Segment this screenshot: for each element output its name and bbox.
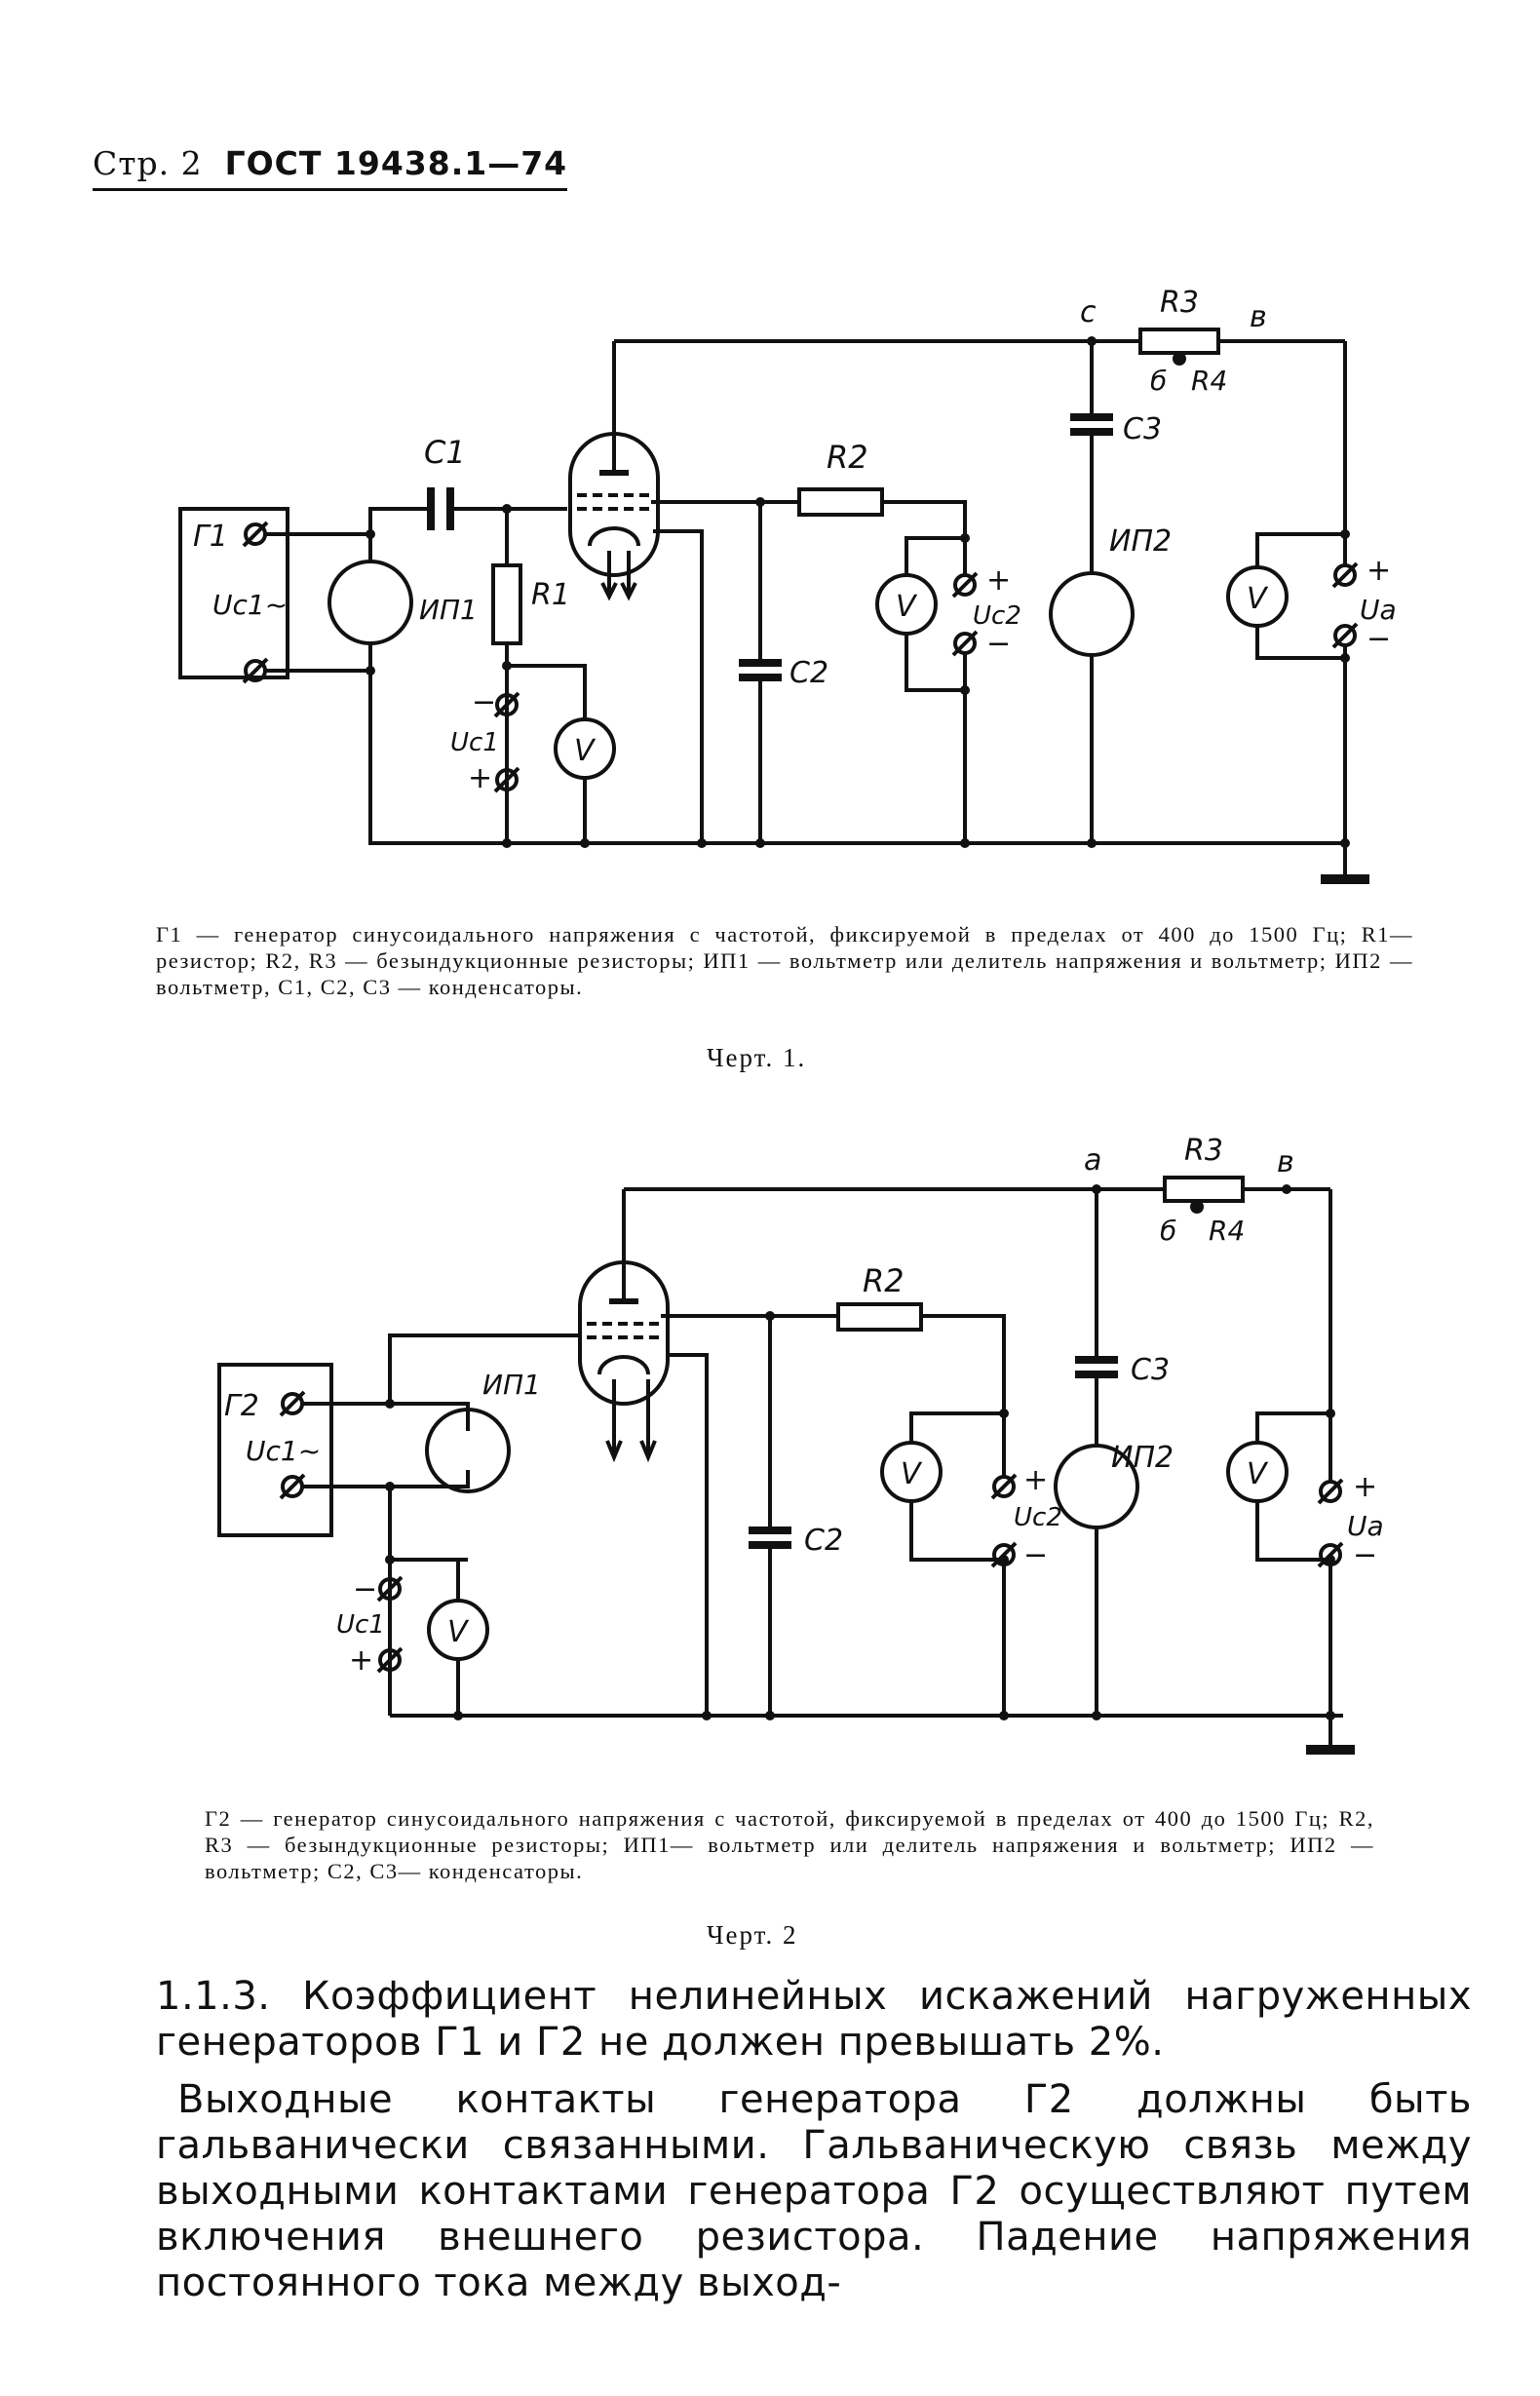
label-ua: Ua	[1347, 1510, 1384, 1542]
terminal-uc2-minus	[951, 630, 979, 657]
figure2-caption: Г2 — генератор синусоидального напряжени…	[205, 1806, 1374, 1883]
svg-text:V: V	[901, 1457, 923, 1491]
label-ip1: ИП1	[482, 1369, 541, 1401]
svg-text:−: −	[986, 627, 1011, 661]
label-node-b: б	[1160, 1215, 1176, 1247]
resistor-r3	[1163, 1176, 1245, 1203]
label-r2: R2	[863, 1262, 905, 1299]
resistor-r2	[797, 487, 884, 517]
page-header: Стр. 2 ГОСТ 19438.1—74	[93, 144, 568, 191]
body-text: 1.1.3. Коэффициент нелинейных искажений …	[156, 1974, 1472, 2306]
terminal-g-top	[242, 521, 269, 548]
resistor-r1	[491, 563, 522, 645]
terminal-uc2-plus	[990, 1473, 1018, 1500]
terminal-g-top	[279, 1390, 306, 1417]
svg-text:V: V	[447, 1615, 470, 1649]
vacuum-tube	[578, 1189, 670, 1463]
label-node-v: в	[1277, 1145, 1294, 1179]
label-r3: R3	[1160, 286, 1199, 320]
label-r2: R2	[827, 439, 868, 476]
label-uc1-ac: Uc1~	[246, 1435, 321, 1467]
label-c1: C1	[424, 434, 466, 471]
svg-text:V: V	[1247, 582, 1269, 616]
instrument-ip1	[425, 1408, 511, 1493]
terminal-ua-minus	[1331, 622, 1359, 649]
label-ip2: ИП2	[1111, 1441, 1174, 1475]
terminal-g-bottom	[279, 1473, 306, 1500]
standard-number: ГОСТ 19438.1—74	[224, 144, 568, 182]
label-g1: Г1	[193, 520, 228, 554]
label-c3: C3	[1131, 1353, 1170, 1387]
svg-text:+: +	[1353, 1470, 1377, 1504]
label-c3: C3	[1123, 412, 1162, 446]
page-number: Стр. 2	[93, 144, 203, 182]
paragraph-output-contacts: Выходные контакты генератора Г2 должны б…	[156, 2077, 1472, 2305]
terminal-ua-plus	[1317, 1478, 1344, 1505]
generator-box	[178, 507, 289, 679]
svg-text:V: V	[1247, 1457, 1269, 1491]
instrument-ip1	[327, 560, 413, 645]
svg-text:−: −	[353, 1572, 377, 1606]
svg-text:+: +	[986, 563, 1011, 598]
label-node-a: a	[1084, 1143, 1101, 1178]
terminal-uc1-minus	[493, 691, 520, 718]
paragraph-1-1-3: 1.1.3. Коэффициент нелинейных искажений …	[156, 1974, 1472, 2065]
label-node-v: в	[1250, 300, 1267, 334]
label-ip1: ИП1	[419, 594, 478, 626]
label-node-c: c	[1080, 295, 1097, 329]
svg-text:−: −	[472, 685, 496, 719]
terminal-g-bottom	[242, 657, 269, 684]
terminal-ua-plus	[1331, 561, 1359, 589]
svg-text:+: +	[1023, 1463, 1048, 1497]
svg-text:V: V	[574, 734, 597, 768]
label-uc1-dc: Uc1	[336, 1610, 385, 1640]
label-uc1-ac: Uc1~	[212, 589, 288, 621]
terminal-uc1-plus	[376, 1646, 404, 1674]
resistor-r2	[836, 1302, 923, 1332]
label-r3: R3	[1184, 1134, 1223, 1168]
circuit-diagram-1: Г1 Uc1~ C1 ИП1 R1 V − Uc1 + R2	[178, 286, 1397, 884]
circuit-diagram-2: Г2 Uc1~ ИП1 V − Uc1 + R2 C2 V	[217, 1134, 1384, 1755]
svg-text:V: V	[896, 590, 918, 624]
figure1-caption: Г1 — генератор синусоидального напряжени…	[156, 922, 1413, 999]
label-r4: R4	[1209, 1215, 1245, 1247]
generator-box	[217, 1363, 333, 1537]
label-ua: Ua	[1360, 594, 1397, 626]
figure2-label: Черт. 2	[707, 1920, 798, 1950]
resistor-r3	[1138, 328, 1220, 355]
svg-text:+: +	[1367, 554, 1391, 588]
label-uc2: Uc2	[973, 601, 1021, 631]
label-c2: C2	[789, 656, 828, 690]
terminal-uc1-plus	[493, 766, 520, 793]
label-g2: Г2	[224, 1389, 259, 1423]
svg-text:−: −	[1367, 622, 1391, 656]
label-ip2: ИП2	[1109, 524, 1172, 559]
svg-text:−: −	[1353, 1538, 1377, 1572]
label-node-b: б	[1150, 365, 1167, 397]
svg-text:+: +	[468, 761, 492, 795]
instrument-ip2	[1049, 571, 1135, 657]
figure1-label: Черт. 1.	[707, 1043, 807, 1072]
label-c2: C2	[804, 1524, 843, 1558]
vacuum-tube	[568, 341, 660, 601]
label-uc1-dc: Uc1	[450, 728, 499, 757]
label-uc2: Uc2	[1014, 1503, 1062, 1532]
terminal-uc2-plus	[951, 571, 979, 599]
label-r1: R1	[531, 578, 570, 612]
terminal-uc1-minus	[376, 1575, 404, 1603]
svg-text:+: +	[349, 1643, 373, 1678]
svg-text:−: −	[1023, 1538, 1048, 1572]
label-r4: R4	[1191, 365, 1227, 397]
